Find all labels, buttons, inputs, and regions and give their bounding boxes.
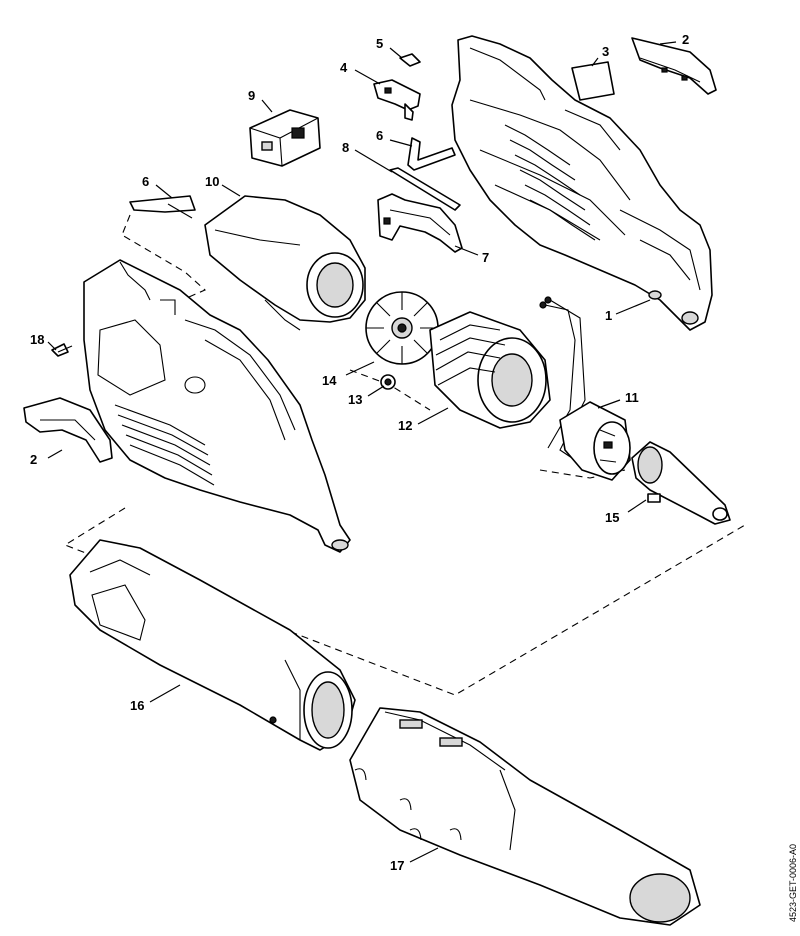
callout-2-left: 2 [30,452,37,467]
callout-13: 13 [348,392,362,407]
callout-17: 17 [390,858,404,873]
left-housing-half [83,259,351,553]
callout-8: 8 [342,140,349,155]
part-1-right-housing [451,35,713,331]
callout-11: 11 [625,390,639,405]
part-13-nut [380,374,396,390]
callout-9: 9 [248,88,255,103]
callout-10: 10 [205,174,219,189]
callout-2-top: 2 [682,32,689,47]
part-10-fan-shroud [204,195,366,331]
part-12-motor-housing [429,296,591,471]
part-15-nozzle-cap [631,441,731,525]
callout-6-left: 6 [142,174,149,189]
callout-4: 4 [340,60,348,75]
callout-16: 16 [130,698,144,713]
callout-12: 12 [398,418,412,433]
callout-15: 15 [605,510,619,525]
part-7-lever [377,193,463,253]
callout-leaders [47,41,677,863]
part-8-rod [389,167,461,211]
callout-6-upper: 6 [376,128,383,143]
part-18-screw [51,343,73,357]
part-6-spring-left [129,195,196,219]
part-14-fan-wheel [365,291,439,365]
part-11-motor-unit [559,401,631,481]
part-3-label-plate [571,61,615,101]
callout-5: 5 [376,36,383,51]
part-4-switch [373,79,421,121]
part-17-nozzle [349,707,701,926]
callout-7: 7 [482,250,489,265]
part-5-clip [399,53,421,67]
drawing-reference-code: 4523-GET-0006-A0 [788,844,798,922]
part-16-blower-tube [69,539,356,751]
part-2-trim-cover-top [631,37,717,95]
callout-14: 14 [322,373,337,388]
callout-1: 1 [605,308,612,323]
part-2-trim-cover-left [23,397,113,463]
part-6-spring-upper [407,137,456,171]
part-9-electronic-module [249,109,321,167]
callout-18: 18 [30,332,44,347]
callout-labels: 1 2 2 3 4 5 6 6 7 8 9 10 11 12 13 14 15 … [30,32,689,873]
callout-3: 3 [602,44,609,59]
